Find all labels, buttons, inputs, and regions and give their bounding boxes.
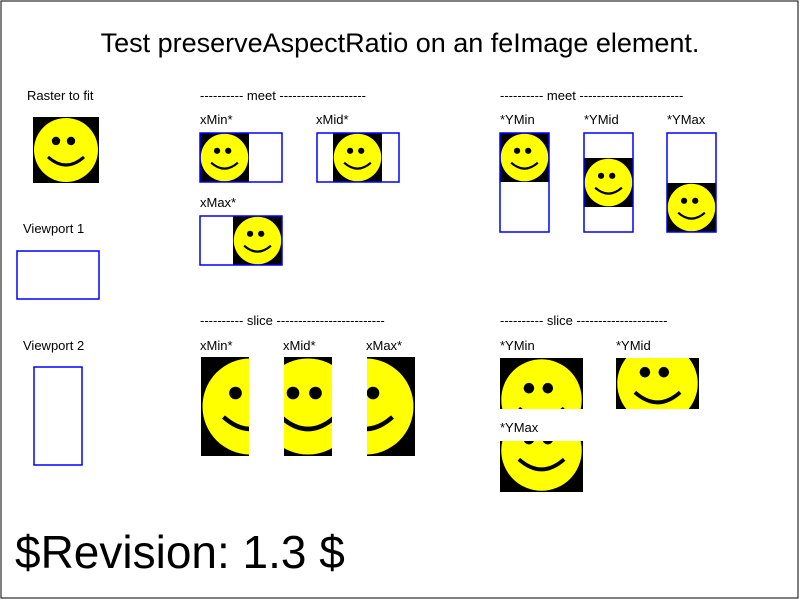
meet-ymid-label: *YMid xyxy=(584,112,619,127)
slice-xmid-cell xyxy=(259,357,358,456)
meet-ymax-label: *YMax xyxy=(667,112,706,127)
smiley-face-icon xyxy=(200,133,249,182)
smiley-face-icon xyxy=(259,357,358,456)
smiley-face-icon xyxy=(500,133,549,182)
smiley-face-icon xyxy=(667,183,716,232)
meet-ymax-cell xyxy=(666,132,717,233)
meet-ymid-viewport xyxy=(583,132,634,233)
meet-xmid-cell xyxy=(316,132,400,183)
revision-label: $Revision: 1.3 $ xyxy=(15,526,345,578)
meet-xmin-cell xyxy=(199,132,283,183)
slice-xmid-label: xMid* xyxy=(283,338,316,353)
smiley-face-icon xyxy=(584,158,633,207)
meet-left-header: ---------- meet -------------------- xyxy=(200,88,366,103)
slice-xmin-label: xMin* xyxy=(200,338,233,353)
meet-xmid-label: xMid* xyxy=(316,112,349,127)
meet-ymax-viewport xyxy=(666,132,717,233)
smiley-face-icon xyxy=(333,133,382,182)
slice-right-header: ---------- slice --------------------- xyxy=(500,313,667,328)
slice-ymax-label: *YMax xyxy=(500,420,539,435)
meet-xmin-viewport xyxy=(199,132,283,183)
viewport2-label: Viewport 2 xyxy=(23,338,84,353)
slice-ymid-label: *YMid xyxy=(616,338,651,353)
slice-left-header: ---------- slice -----------------------… xyxy=(200,313,385,328)
meet-xmin-label: xMin* xyxy=(200,112,233,127)
meet-xmax-cell xyxy=(199,215,283,266)
meet-ymid-cell xyxy=(583,132,634,233)
smiley-face-icon xyxy=(616,358,699,409)
viewport1-box xyxy=(16,250,100,300)
slice-xmax-label: xMax* xyxy=(366,338,402,353)
page-title: Test preserveAspectRatio on an feImage e… xyxy=(101,28,700,58)
slice-ymin-label: *YMin xyxy=(500,338,535,353)
viewport1-label: Viewport 1 xyxy=(23,221,84,236)
meet-xmid-viewport xyxy=(316,132,400,183)
meet-ymin-label: *YMin xyxy=(500,112,535,127)
raster-label: Raster to fit xyxy=(27,88,94,103)
slice-ymid-cell xyxy=(616,358,699,409)
meet-xmax-label: xMax* xyxy=(200,195,236,210)
viewport2-box xyxy=(33,366,83,466)
meet-ymin-cell xyxy=(499,132,550,233)
meet-ymin-viewport xyxy=(499,132,550,233)
smiley-face-icon xyxy=(33,117,99,183)
smiley-face-icon xyxy=(233,216,282,265)
meet-right-header: ---------- meet ------------------------ xyxy=(500,88,683,103)
meet-xmax-viewport xyxy=(199,215,283,266)
